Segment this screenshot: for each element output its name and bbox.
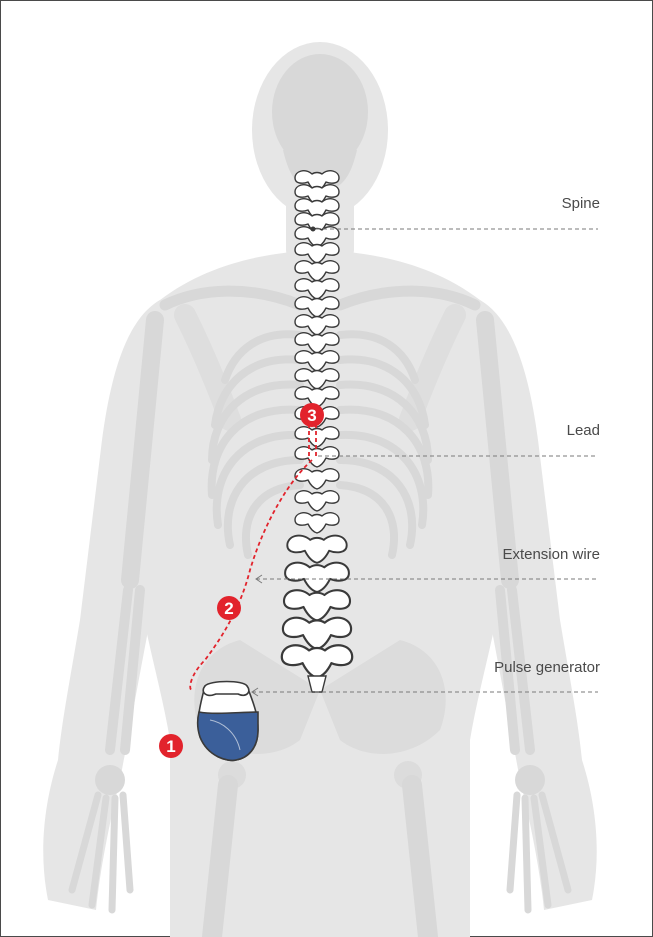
pulse-generator-label: Pulse generator — [494, 659, 600, 676]
pulse-generator-device — [198, 682, 258, 761]
marker-3-label: 3 — [307, 406, 316, 425]
marker-1: 1 — [159, 734, 183, 758]
lead-label: Lead — [567, 422, 600, 439]
marker-2: 2 — [217, 596, 241, 620]
marker-3: 3 — [300, 403, 324, 427]
extension-wire-label: Extension wire — [502, 546, 600, 563]
spine-label: Spine — [562, 195, 600, 212]
marker-2-label: 2 — [224, 599, 233, 618]
marker-1-label: 1 — [166, 737, 175, 756]
